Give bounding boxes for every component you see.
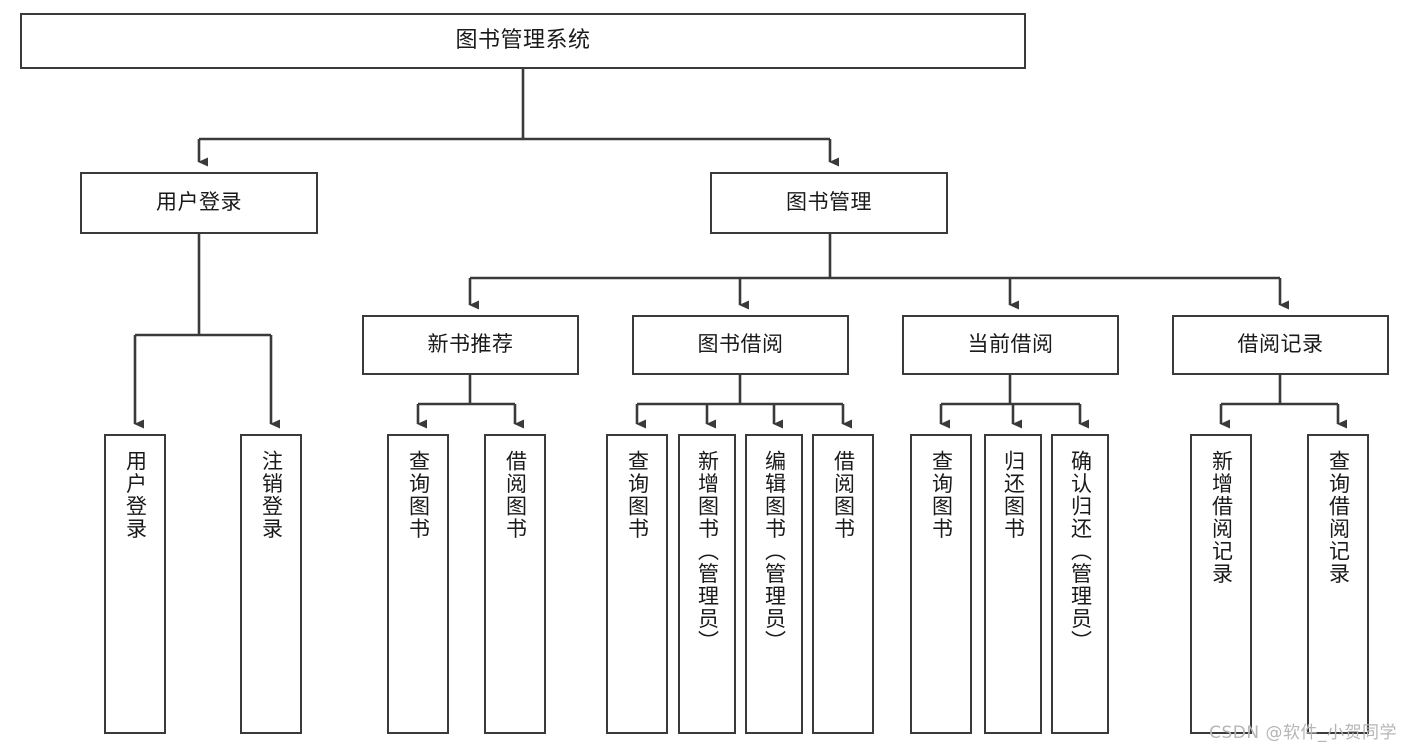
node-leaf-borrow-book[interactable]: 借阅图书: [812, 434, 874, 734]
node-label: 借阅图书: [831, 450, 856, 540]
connectors-newbook-to-leaves: [416, 375, 524, 429]
node-label: 确认归还（管理员）: [1068, 450, 1093, 653]
node-label: 图书借阅: [697, 332, 784, 357]
node-leaf-query-book-rec[interactable]: 查询图书: [387, 434, 449, 734]
node-leaf-query-book-borrow[interactable]: 查询图书: [606, 434, 668, 734]
node-leaf-edit-book[interactable]: 编辑图书（管理员）: [745, 434, 803, 734]
node-leaf-return-book[interactable]: 归还图书: [984, 434, 1042, 734]
node-new-book-recommend[interactable]: 新书推荐: [362, 315, 579, 375]
connectors-userlogin-to-leaves: [133, 234, 280, 429]
node-root-system[interactable]: 图书管理系统: [20, 13, 1026, 69]
connectors-root-to-level2: [197, 69, 839, 167]
node-label: 新增借阅记录: [1209, 450, 1234, 585]
node-label: 当前借阅: [967, 332, 1054, 357]
connectors-currentborrow-to-leaves: [939, 375, 1089, 429]
node-label: 借阅记录: [1237, 332, 1324, 357]
csdn-watermark: CSDN @软件_小贺同学: [1209, 723, 1397, 743]
node-leaf-borrow-book-rec[interactable]: 借阅图书: [484, 434, 546, 734]
node-borrow-record[interactable]: 借阅记录: [1172, 315, 1389, 375]
node-label: 注销登录: [259, 450, 284, 540]
node-label: 查询图书: [625, 450, 650, 540]
node-label: 借阅图书: [503, 450, 528, 540]
node-label: 查询借阅记录: [1326, 450, 1351, 585]
node-label: 查询图书: [929, 450, 954, 540]
node-current-borrow[interactable]: 当前借阅: [902, 315, 1119, 375]
node-user-login[interactable]: 用户登录: [80, 172, 318, 234]
node-leaf-user-login[interactable]: 用户登录: [104, 434, 166, 734]
connectors-borrowrecord-to-leaves: [1219, 375, 1347, 429]
connectors-bookborrow-to-leaves: [635, 375, 852, 429]
node-label: 新书推荐: [427, 332, 514, 357]
node-leaf-user-logout[interactable]: 注销登录: [240, 434, 302, 734]
node-label: 查询图书: [406, 450, 431, 540]
node-label: 归还图书: [1001, 450, 1026, 540]
node-leaf-confirm-return[interactable]: 确认归还（管理员）: [1051, 434, 1109, 734]
connectors-bookmanage-to-level3: [468, 234, 1289, 310]
node-book-borrow[interactable]: 图书借阅: [632, 315, 849, 375]
node-book-manage[interactable]: 图书管理: [710, 172, 948, 234]
node-label: 用户登录: [123, 450, 148, 540]
node-leaf-query-borrow-record[interactable]: 查询借阅记录: [1307, 434, 1369, 734]
node-label: 新增图书（管理员）: [695, 450, 720, 653]
node-leaf-add-borrow-record[interactable]: 新增借阅记录: [1190, 434, 1252, 734]
node-leaf-query-book-cur[interactable]: 查询图书: [910, 434, 972, 734]
node-label: 图书管理: [786, 190, 872, 215]
node-label: 用户登录: [156, 190, 242, 215]
node-label: 图书管理系统: [455, 27, 591, 53]
node-leaf-add-book[interactable]: 新增图书（管理员）: [678, 434, 736, 734]
node-label: 编辑图书（管理员）: [762, 450, 787, 653]
